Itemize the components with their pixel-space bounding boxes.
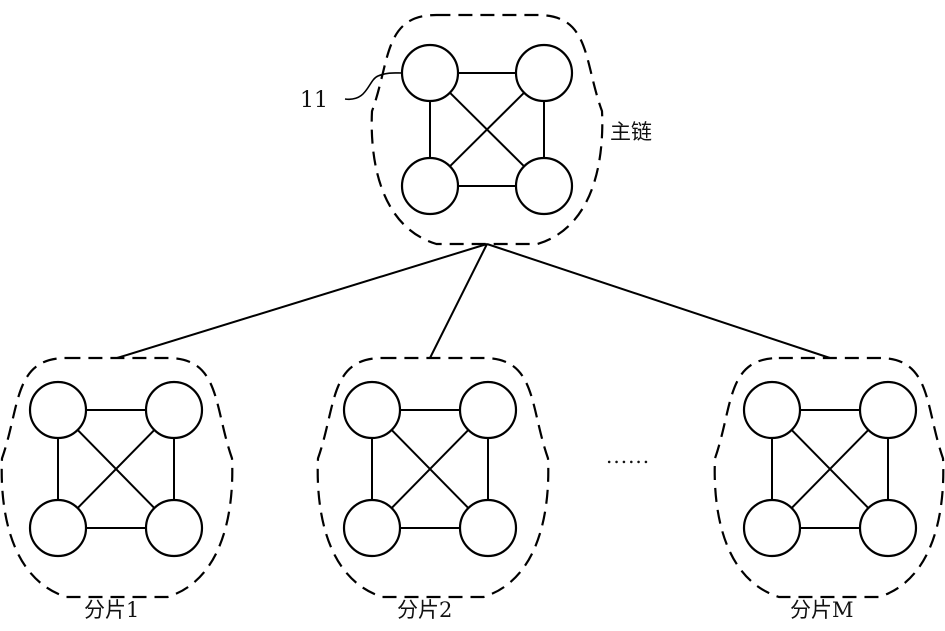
main-chain-edge-5 — [449, 92, 525, 167]
shard-m-label: 分片M — [790, 598, 854, 622]
main-chain-node-3 — [514, 156, 574, 216]
shard-1-node-3 — [144, 498, 204, 558]
main-chain-node-2 — [400, 156, 460, 216]
shard-1-boundary — [0, 356, 234, 599]
ellipsis: ...... — [606, 444, 651, 468]
shard-1-node-2 — [28, 498, 88, 558]
shard-2-node-3 — [458, 498, 518, 558]
shard-m-node-3 — [858, 498, 918, 558]
shard-m-boundary — [713, 356, 945, 599]
shard-1-edge-5 — [76, 429, 156, 509]
shard-m-edge-5 — [790, 429, 870, 509]
shard-1-node-1 — [144, 380, 204, 440]
node-ref-label: 11 — [300, 88, 328, 113]
node-ref-leader-line — [344, 72, 403, 100]
shard-m-node-2 — [742, 498, 802, 558]
connector-shard-3 — [486, 243, 831, 359]
shard-2-node-0 — [342, 380, 402, 440]
connector-shard-2 — [429, 243, 488, 359]
shard-2-edge-5 — [390, 429, 470, 509]
main-chain-label: 主链 — [610, 120, 652, 144]
shard-2-label: 分片2 — [397, 598, 453, 622]
connector-shard-1 — [116, 243, 488, 359]
shard-1-node-0 — [28, 380, 88, 440]
shard-m-node-1 — [858, 380, 918, 440]
main-chain-node-0 — [400, 43, 460, 103]
shard-2-node-2 — [342, 498, 402, 558]
shard-2-boundary — [316, 356, 550, 599]
main-chain-node-1 — [514, 43, 574, 103]
shard-m-node-0 — [742, 380, 802, 440]
shard-1-label: 分片1 — [84, 598, 140, 622]
shard-2-node-1 — [458, 380, 518, 440]
